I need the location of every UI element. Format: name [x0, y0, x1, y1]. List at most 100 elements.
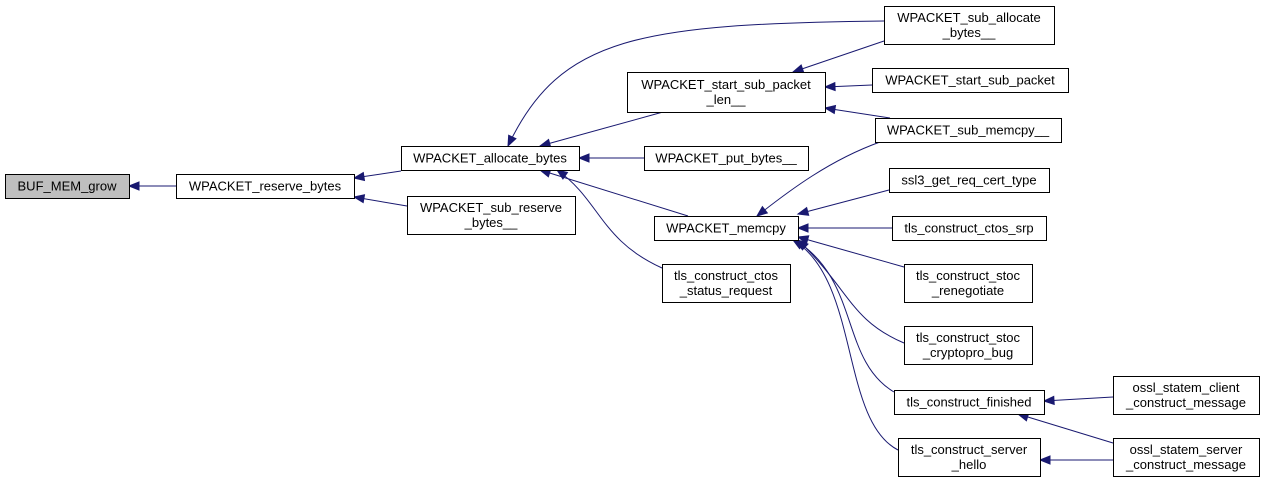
edge-line: [756, 141, 881, 217]
arrowhead: [1038, 455, 1051, 465]
edge-line: [797, 189, 890, 215]
node-box[interactable]: [894, 390, 1045, 415]
node-label: ossl_statem_client: [1133, 380, 1240, 395]
arrowhead: [507, 134, 517, 148]
node-tls_construct_finished[interactable]: tls_construct_finished: [894, 390, 1045, 415]
node-label: WPACKET_start_sub_packet: [641, 77, 811, 92]
edge-wpacket_reserve_bytes-to-buf_mem_grow: [127, 181, 176, 191]
arrowhead: [1042, 395, 1055, 406]
node-box[interactable]: [898, 438, 1041, 477]
node-tls_construct_stoc_cryptopro_bug[interactable]: tls_construct_stoc_cryptopro_bug: [904, 326, 1033, 365]
edge-ssl3_get_req_cert_type-to-wpacket_memcpy: [796, 189, 890, 216]
node-box[interactable]: [627, 72, 826, 113]
node-label: WPACKET_memcpy: [666, 221, 786, 236]
edge-line: [797, 236, 905, 268]
node-label: tls_construct_finished: [906, 395, 1031, 410]
edge-line: [792, 239, 899, 451]
edge-wpacket_put_bytes-to-wpacket_allocate_bytes: [577, 153, 644, 163]
node-label: WPACKET_allocate_bytes: [413, 151, 567, 166]
edge-wpacket_sub_memcpy-to-wpacket_start_sub_packet_len: [823, 104, 891, 119]
node-label: tls_construct_server: [911, 442, 1028, 457]
arrowhead: [352, 171, 366, 182]
arrowhead: [823, 104, 837, 115]
node-label: _construct_message: [1125, 457, 1246, 472]
arrowhead: [127, 181, 140, 191]
edge-tls_construct_ctos_srp-to-wpacket_memcpy: [796, 223, 892, 233]
node-wpacket_put_bytes[interactable]: WPACKET_put_bytes__: [644, 146, 809, 171]
node-ossl_statem_server_construct_message[interactable]: ossl_statem_server_construct_message: [1113, 438, 1260, 477]
node-wpacket_allocate_bytes[interactable]: WPACKET_allocate_bytes: [401, 146, 580, 171]
node-box[interactable]: [875, 118, 1062, 143]
node-label: _bytes__: [464, 215, 519, 230]
arrowhead: [577, 153, 590, 163]
node-box[interactable]: [904, 264, 1033, 303]
arrowhead: [352, 194, 366, 204]
edge-line: [1043, 396, 1114, 402]
node-box[interactable]: [1113, 376, 1260, 415]
edge-ossl_statem_server_construct_message-to-tls_construct_server_hello: [1038, 455, 1113, 465]
edge-line: [797, 239, 905, 344]
node-label: _hello: [951, 457, 987, 472]
node-box[interactable]: [872, 68, 1069, 93]
node-wpacket_sub_reserve_bytes[interactable]: WPACKET_sub_reserve_bytes__: [407, 196, 576, 235]
node-tls_construct_ctos_status_request[interactable]: tls_construct_ctos_status_request: [662, 264, 791, 303]
edge-line: [794, 239, 895, 393]
node-wpacket_sub_memcpy[interactable]: WPACKET_sub_memcpy__: [875, 118, 1062, 143]
node-label: tls_construct_stoc: [916, 268, 1021, 283]
node-wpacket_memcpy[interactable]: WPACKET_memcpy: [654, 216, 799, 241]
edge-wpacket_start_sub_packet-to-wpacket_start_sub_packet_len: [823, 81, 873, 92]
node-box[interactable]: [1113, 438, 1260, 477]
node-tls_construct_server_hello[interactable]: tls_construct_server_hello: [898, 438, 1041, 477]
node-label: tls_construct_ctos: [674, 268, 779, 283]
node-label: tls_construct_stoc: [916, 330, 1021, 345]
node-wpacket_reserve_bytes[interactable]: WPACKET_reserve_bytes: [176, 174, 355, 199]
node-wpacket_start_sub_packet_len[interactable]: WPACKET_start_sub_packet_len__: [627, 72, 826, 113]
node-tls_construct_stoc_renegotiate[interactable]: tls_construct_stoc_renegotiate: [904, 264, 1033, 303]
edge-tls_construct_stoc_renegotiate-to-wpacket_memcpy: [796, 235, 905, 268]
edge-line: [539, 169, 689, 217]
arrowhead: [555, 169, 569, 180]
node-label: _renegotiate: [931, 283, 1004, 298]
edge-wpacket_sub_allocate_bytes-to-wpacket_allocate_bytes: [507, 20, 885, 148]
arrowhead: [755, 205, 769, 217]
node-box[interactable]: [644, 146, 809, 171]
edge-line: [824, 107, 891, 119]
node-box[interactable]: [662, 264, 791, 303]
edge-ossl_statem_client_construct_message-to-tls_construct_finished: [1042, 395, 1114, 406]
node-box[interactable]: [889, 168, 1050, 193]
node-label: _status_request: [679, 283, 773, 298]
node-box[interactable]: [407, 196, 576, 235]
edge-tls_construct_finished-to-wpacket_memcpy: [793, 239, 895, 393]
call-edges: [127, 20, 1114, 465]
node-ossl_statem_client_construct_message[interactable]: ossl_statem_client_construct_message: [1113, 376, 1260, 415]
edge-line: [507, 20, 885, 147]
node-box[interactable]: [401, 146, 580, 171]
node-box[interactable]: [176, 174, 355, 199]
node-label: WPACKET_sub_allocate: [897, 10, 1041, 25]
node-box[interactable]: [5, 174, 130, 199]
edge-wpacket_sub_allocate_bytes-to-wpacket_start_sub_packet_len: [791, 40, 885, 74]
arrowhead: [796, 223, 809, 233]
edge-wpacket_sub_memcpy-to-wpacket_memcpy: [755, 141, 881, 217]
edge-wpacket_start_sub_packet_len-to-wpacket_allocate_bytes: [538, 111, 664, 148]
edge-tls_construct_server_hello-to-wpacket_memcpy: [791, 239, 899, 451]
arrowhead: [791, 64, 805, 74]
node-box[interactable]: [654, 216, 799, 241]
node-ssl3_get_req_cert_type[interactable]: ssl3_get_req_cert_type: [889, 168, 1050, 193]
arrowhead: [796, 206, 810, 216]
node-box[interactable]: [884, 6, 1055, 45]
edge-wpacket_sub_reserve_bytes-to-wpacket_reserve_bytes: [352, 194, 408, 207]
node-label: WPACKET_reserve_bytes: [189, 179, 342, 194]
node-wpacket_sub_allocate_bytes[interactable]: WPACKET_sub_allocate_bytes__: [884, 6, 1055, 45]
edge-wpacket_allocate_bytes-to-wpacket_reserve_bytes: [352, 170, 402, 182]
edge-tls_construct_ctos_status_request-to-wpacket_allocate_bytes: [555, 169, 663, 269]
node-buf_mem_grow[interactable]: BUF_MEM_grow: [5, 174, 130, 199]
node-wpacket_start_sub_packet[interactable]: WPACKET_start_sub_packet: [872, 68, 1069, 93]
node-box[interactable]: [904, 326, 1033, 365]
node-label: ossl_statem_server: [1130, 442, 1243, 457]
edge-ossl_statem_server_construct_message-to-tls_construct_finished: [1016, 412, 1114, 444]
node-tls_construct_ctos_srp[interactable]: tls_construct_ctos_srp: [892, 216, 1047, 241]
node-box[interactable]: [892, 216, 1047, 241]
